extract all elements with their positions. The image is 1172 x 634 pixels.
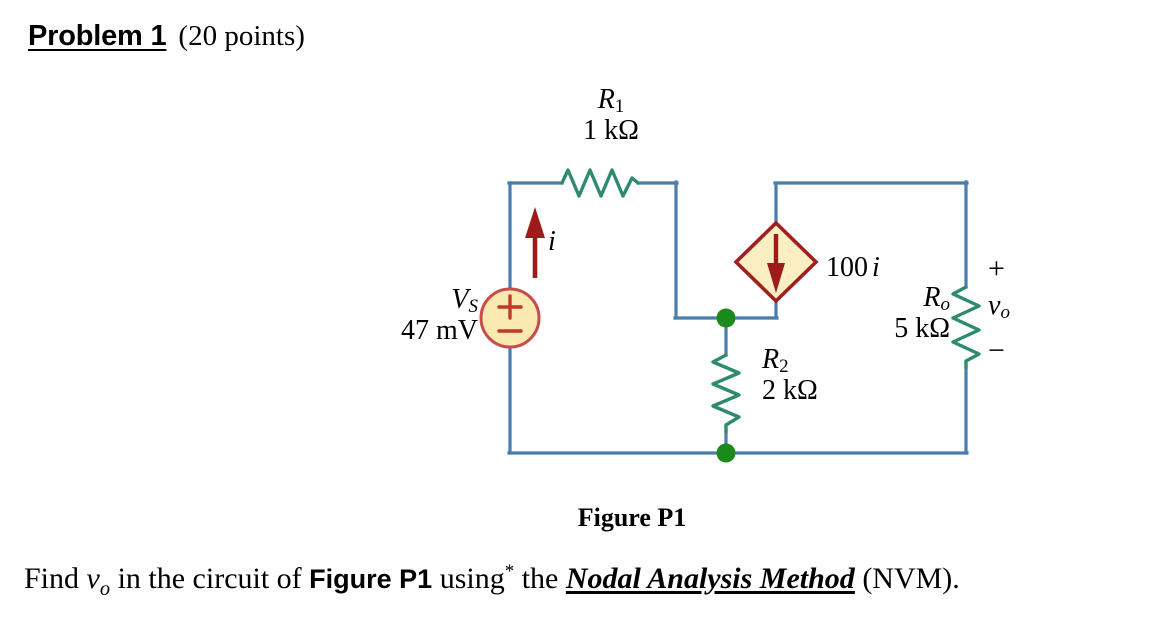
- label-r1-value: 1 kΩ: [583, 115, 639, 147]
- page-title: Problem 1: [28, 20, 167, 52]
- label-vo-polarity-minus: −: [988, 334, 1005, 367]
- dependent-source-diamond: [733, 220, 819, 304]
- label-r1-name: R: [597, 84, 615, 115]
- dependent-source-arrow-icon: [767, 234, 785, 293]
- node-dot-middle: [716, 308, 736, 328]
- question-text: Find vo in the circuit of Figure P1 usin…: [24, 561, 1172, 599]
- label-vo-name: v: [988, 290, 1001, 321]
- plus-symbol: [497, 294, 523, 320]
- resistor-r2: [711, 353, 741, 434]
- label-vs-value: 47 mV: [401, 315, 478, 347]
- label-vs: VS 47 mV: [370, 284, 478, 347]
- label-vo: vo: [988, 290, 1010, 324]
- problem-points: (20 points): [178, 20, 305, 52]
- problem-header: Problem 1 (20 points): [28, 20, 305, 53]
- label-r2: R2 2 kΩ: [762, 344, 818, 407]
- label-ro-value: 5 kΩ: [894, 313, 950, 345]
- figure-caption: Figure P1: [0, 503, 1172, 533]
- label-ro-subscript: o: [940, 294, 951, 316]
- label-r1-subscript: 1: [614, 96, 625, 118]
- question-part4: the: [514, 562, 566, 595]
- resistor-ro: [951, 285, 981, 370]
- question-var-v: v: [86, 562, 100, 595]
- label-vo-polarity-plus: +: [988, 252, 1005, 285]
- circuit-wires: [507, 180, 969, 455]
- node-dot-ground: [716, 443, 736, 463]
- voltage-source-circle: [479, 287, 541, 349]
- question-figure-ref: Figure P1: [309, 564, 433, 594]
- question-footnote-marker: *: [504, 561, 515, 582]
- label-vo-subscript: o: [1000, 302, 1010, 324]
- label-r2-subscript: 2: [779, 356, 789, 378]
- label-current-i: i: [548, 226, 556, 257]
- label-current-i-text: i: [548, 226, 556, 257]
- resistor-r1: [560, 168, 640, 198]
- label-r1: R1 1 kΩ: [566, 84, 656, 147]
- label-r2-name: R: [762, 344, 780, 375]
- question-part3: using: [432, 562, 505, 595]
- label-r2-value: 2 kΩ: [762, 375, 818, 407]
- label-ro-name: R: [923, 282, 941, 313]
- question-part2: in the circuit of: [110, 562, 310, 595]
- question-part5: (NVM).: [854, 562, 960, 595]
- label-dependent-var: i: [872, 252, 880, 283]
- label-vs-subscript: S: [468, 296, 479, 318]
- figure-caption-text: Figure P1: [577, 503, 687, 532]
- question-var-v-sub: o: [99, 578, 111, 600]
- label-vs-name: V: [451, 284, 469, 315]
- current-arrow-i-icon: [525, 207, 545, 278]
- label-dependent-gain: 100: [826, 252, 868, 283]
- question-method: Nodal Analysis Method: [565, 562, 855, 595]
- label-ro: Ro 5 kΩ: [838, 282, 950, 345]
- question-part1: Find: [24, 562, 87, 595]
- voltage-source-vs: [479, 287, 541, 349]
- dependent-current-source: [733, 220, 819, 304]
